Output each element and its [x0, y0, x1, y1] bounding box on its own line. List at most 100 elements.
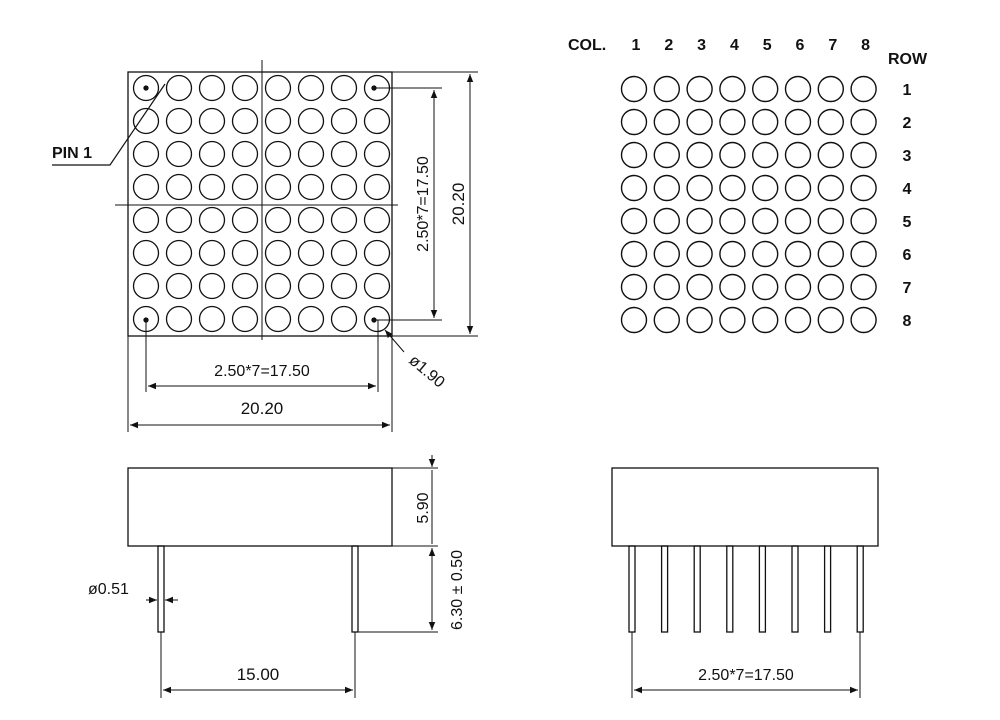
front-led-dot [297, 173, 325, 201]
row-label: 4 [903, 181, 912, 198]
schematic-led-dot [653, 240, 680, 268]
pin-length-label: 6.30 ± 0.50 [449, 550, 466, 630]
col-label: 5 [763, 37, 772, 54]
schematic-led-dot [653, 207, 680, 235]
side-pin-right [351, 545, 359, 633]
schematic-led-dot [752, 207, 779, 235]
col-label: 4 [730, 37, 739, 54]
schematic-led-dot [653, 75, 680, 103]
schematic-led-dot [817, 174, 844, 202]
front-view-body [127, 71, 393, 337]
schematic-led-dot [686, 75, 713, 103]
front-led-dot [231, 74, 259, 102]
schematic-led-dot [653, 306, 680, 334]
schematic-led-dot [817, 75, 844, 103]
col-label: 2 [664, 37, 673, 54]
front-led-dot [231, 239, 259, 267]
schematic-led-dot [752, 108, 779, 136]
front-led-dot [297, 140, 325, 168]
front-led-dot [198, 239, 226, 267]
schematic-led-dot [653, 174, 680, 202]
bottom-pin-row [628, 545, 864, 633]
schematic-led-dot [620, 306, 648, 334]
bottom-view [611, 467, 879, 698]
front-led-dot [330, 74, 358, 102]
schematic-led-dot [784, 207, 812, 235]
schematic-led-dot [686, 273, 713, 301]
schematic-led-dot [653, 108, 680, 136]
row-label: 5 [903, 214, 912, 231]
front-led-dot [165, 305, 193, 333]
schematic-led-dot [719, 207, 746, 235]
pin-diameter-label: ø0.51 [88, 581, 129, 598]
col-label: 3 [697, 37, 706, 54]
front-led-dot [198, 305, 226, 333]
schematic-led-dot [752, 75, 779, 103]
schematic-led-dot [752, 306, 779, 334]
schematic-led-dot [752, 141, 779, 169]
bottom-pitch-label: 2.50*7=17.50 [698, 667, 794, 684]
front-led-dot [363, 239, 391, 267]
schematic-led-dot [686, 141, 713, 169]
front-led-dot [198, 173, 226, 201]
front-led-dot [165, 272, 193, 300]
front-led-dot [330, 107, 358, 135]
bottom-pin [628, 545, 636, 633]
schematic-led-dot [620, 75, 648, 103]
front-led-dot [264, 107, 292, 135]
front-led-dot [330, 272, 358, 300]
front-led-dot [132, 173, 160, 201]
schematic-led-dot [752, 240, 779, 268]
schematic-led-dot [686, 108, 713, 136]
pin1-label: PIN 1 [52, 145, 92, 162]
front-led-dot [132, 140, 160, 168]
pin1-leader-line [52, 83, 166, 166]
front-led-dot [132, 272, 160, 300]
body-height-label: 5.90 [415, 492, 432, 523]
front-led-dot [165, 107, 193, 135]
dot-diameter-label: ø1.90 [405, 352, 447, 391]
schematic-led-dot [817, 240, 844, 268]
front-led-dot [363, 206, 391, 234]
front-width-label: 20.20 [241, 399, 284, 418]
schematic-led-dot [784, 75, 812, 103]
front-led-dot [264, 173, 292, 201]
schematic-led-dot [784, 141, 812, 169]
schematic-led-dot [817, 141, 844, 169]
col-label: 8 [861, 37, 870, 54]
col-label: 1 [632, 37, 641, 54]
row-label: 2 [903, 115, 912, 132]
front-led-dot [165, 206, 193, 234]
bottom-pin [726, 545, 734, 633]
schematic-led-dot [653, 273, 680, 301]
schematic-led-dot [719, 240, 746, 268]
schematic-led-dot [686, 174, 713, 202]
schematic-led-dot [620, 174, 648, 202]
schematic-led-dot [620, 108, 648, 136]
schematic-led-dot [719, 306, 746, 334]
bottom-pin [693, 545, 701, 633]
front-led-dot [231, 305, 259, 333]
side-pin-left [157, 545, 165, 633]
front-led-dot [264, 74, 292, 102]
front-led-dot [363, 140, 391, 168]
schematic-led-dot [719, 141, 746, 169]
schematic-led-dot [686, 207, 713, 235]
schematic-led-dot [784, 174, 812, 202]
schematic-led-dot [784, 306, 812, 334]
schematic-dot-grid [620, 75, 877, 334]
front-led-dot [330, 140, 358, 168]
bottom-pin [791, 545, 799, 633]
schematic-led-dot [784, 240, 812, 268]
front-led-dot [297, 305, 325, 333]
row-label: 6 [903, 247, 912, 264]
front-led-dot [231, 107, 259, 135]
front-led-dot [264, 140, 292, 168]
front-led-dot [198, 140, 226, 168]
front-led-dot [165, 140, 193, 168]
front-led-dot [132, 239, 160, 267]
front-led-dot [330, 173, 358, 201]
schematic-led-dot [752, 273, 779, 301]
schematic-led-dot [653, 141, 680, 169]
